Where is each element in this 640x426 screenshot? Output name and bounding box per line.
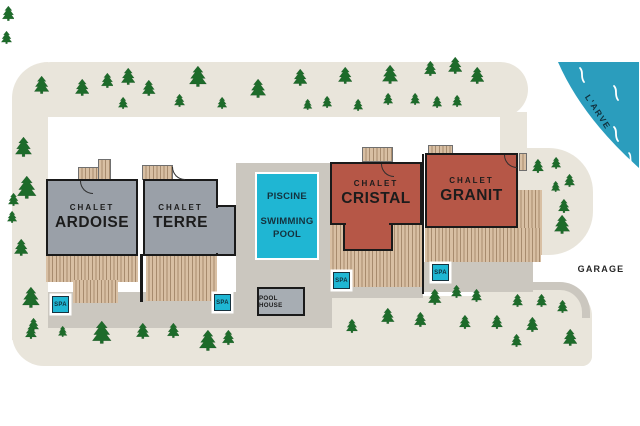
- divider-cristal-granit: [421, 154, 424, 294]
- deck-ardoise-bottom: [46, 256, 138, 282]
- road-left-band: [12, 62, 48, 340]
- water-ripple-icon: [613, 126, 619, 142]
- river-larve: [558, 62, 639, 168]
- chalet-cristal: CHALET CRISTAL: [330, 162, 422, 225]
- curb-corner-garage: [480, 282, 590, 318]
- garage-label: GARAGE: [577, 264, 625, 274]
- road-top-band: [12, 62, 528, 117]
- chalet-cristal-seam: [346, 219, 389, 227]
- spa-ardoise: SPA: [52, 296, 69, 313]
- chalet-terre-seam: [214, 208, 220, 253]
- water-ripple-icon: [628, 152, 633, 165]
- chalet-cristal-type-label: CHALET: [353, 178, 399, 188]
- chalet-granit: CHALET GRANIT: [425, 153, 518, 228]
- river-shape: [558, 62, 639, 168]
- spa-cristal-label: SPA: [335, 277, 348, 284]
- deck-granit-side-small: [519, 153, 527, 171]
- chalet-terre-type-label: CHALET: [158, 202, 203, 212]
- deck-ardoise-entry-step: [98, 159, 111, 180]
- deck-granit-bottom: [425, 228, 541, 262]
- pine-tree-icon: [1, 6, 15, 21]
- swimming-pool: PISCINE SWIMMING POOL: [255, 172, 319, 260]
- deck-terre-entry: [142, 165, 173, 180]
- chalet-ardoise-name: ARDOISE: [54, 213, 130, 231]
- divider-ardoise-terre: [140, 254, 143, 302]
- pool-label-fr: PISCINE: [266, 190, 308, 202]
- pool-label-en: SWIMMING POOL: [260, 216, 314, 240]
- chalet-terre: CHALET TERRE: [143, 179, 218, 256]
- pool-house: POOL HOUSE: [257, 287, 305, 316]
- spa-ardoise-label: SPA: [54, 301, 67, 308]
- chalet-granit-name: GRANIT: [440, 186, 503, 204]
- chalet-granit-type-label: CHALET: [449, 175, 494, 185]
- water-ripple-icon: [613, 85, 619, 101]
- deck-terre-bottom: [146, 256, 217, 301]
- terrace-cristal: [330, 284, 423, 298]
- water-ripple-icon: [579, 67, 585, 83]
- spa-granit: SPA: [432, 264, 449, 281]
- pool-house-label: POOL HOUSE: [259, 294, 283, 309]
- deck-ardoise-bottom-step: [73, 280, 118, 303]
- spa-cristal: SPA: [333, 272, 350, 289]
- spa-terre-label: SPA: [216, 299, 229, 306]
- spa-terre: SPA: [214, 294, 231, 311]
- chalet-terre-name: TERRE: [152, 213, 209, 231]
- chalet-ardoise-type-label: CHALET: [69, 202, 115, 212]
- pine-tree-icon: [1, 31, 13, 44]
- chalet-cristal-name: CRISTAL: [341, 189, 411, 207]
- deck-cristal-entry: [362, 147, 393, 162]
- spa-granit-label: SPA: [434, 269, 447, 276]
